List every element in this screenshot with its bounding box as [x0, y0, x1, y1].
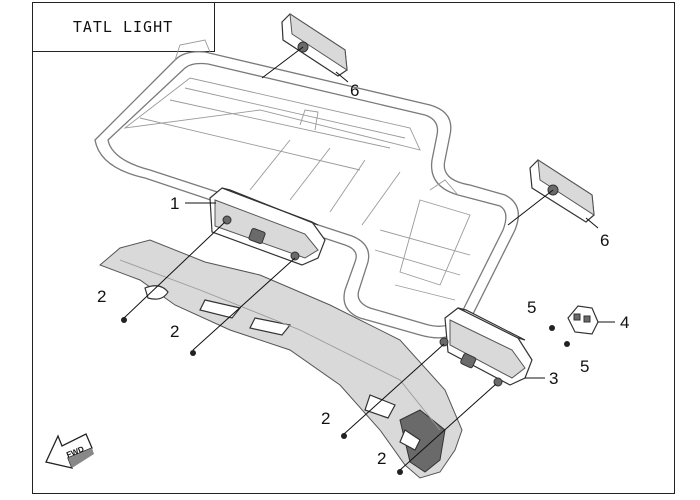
leader-lines	[123, 46, 615, 471]
callout-2: 2	[97, 287, 106, 306]
drawing-frame	[32, 2, 675, 494]
callout-3: 3	[549, 369, 558, 388]
fasteners	[121, 317, 570, 475]
callout-2: 2	[170, 322, 179, 341]
callout-1: 1	[170, 194, 179, 213]
tail-light-1	[209, 187, 326, 266]
reflector-6-upper	[281, 13, 348, 77]
rear-rack	[94, 39, 519, 339]
callouts: 1 2 2 2 2 3 4 5 5 6 6	[97, 81, 629, 468]
callout-4: 4	[620, 313, 629, 332]
callout-5: 5	[580, 357, 589, 376]
rear-bracket	[99, 239, 463, 479]
reflector-6-lower	[529, 159, 595, 223]
callout-2: 2	[321, 409, 330, 428]
callout-6: 6	[350, 81, 359, 100]
callout-5: 5	[527, 298, 536, 317]
callout-6: 6	[600, 231, 609, 250]
forward-arrow-icon: FWD	[45, 433, 94, 469]
connector-4	[567, 305, 599, 335]
diagram-title: TATL LIGHT	[72, 17, 174, 36]
title-box: TATL LIGHT	[32, 2, 215, 52]
callout-2: 2	[377, 449, 386, 468]
tail-light-3	[439, 307, 533, 387]
